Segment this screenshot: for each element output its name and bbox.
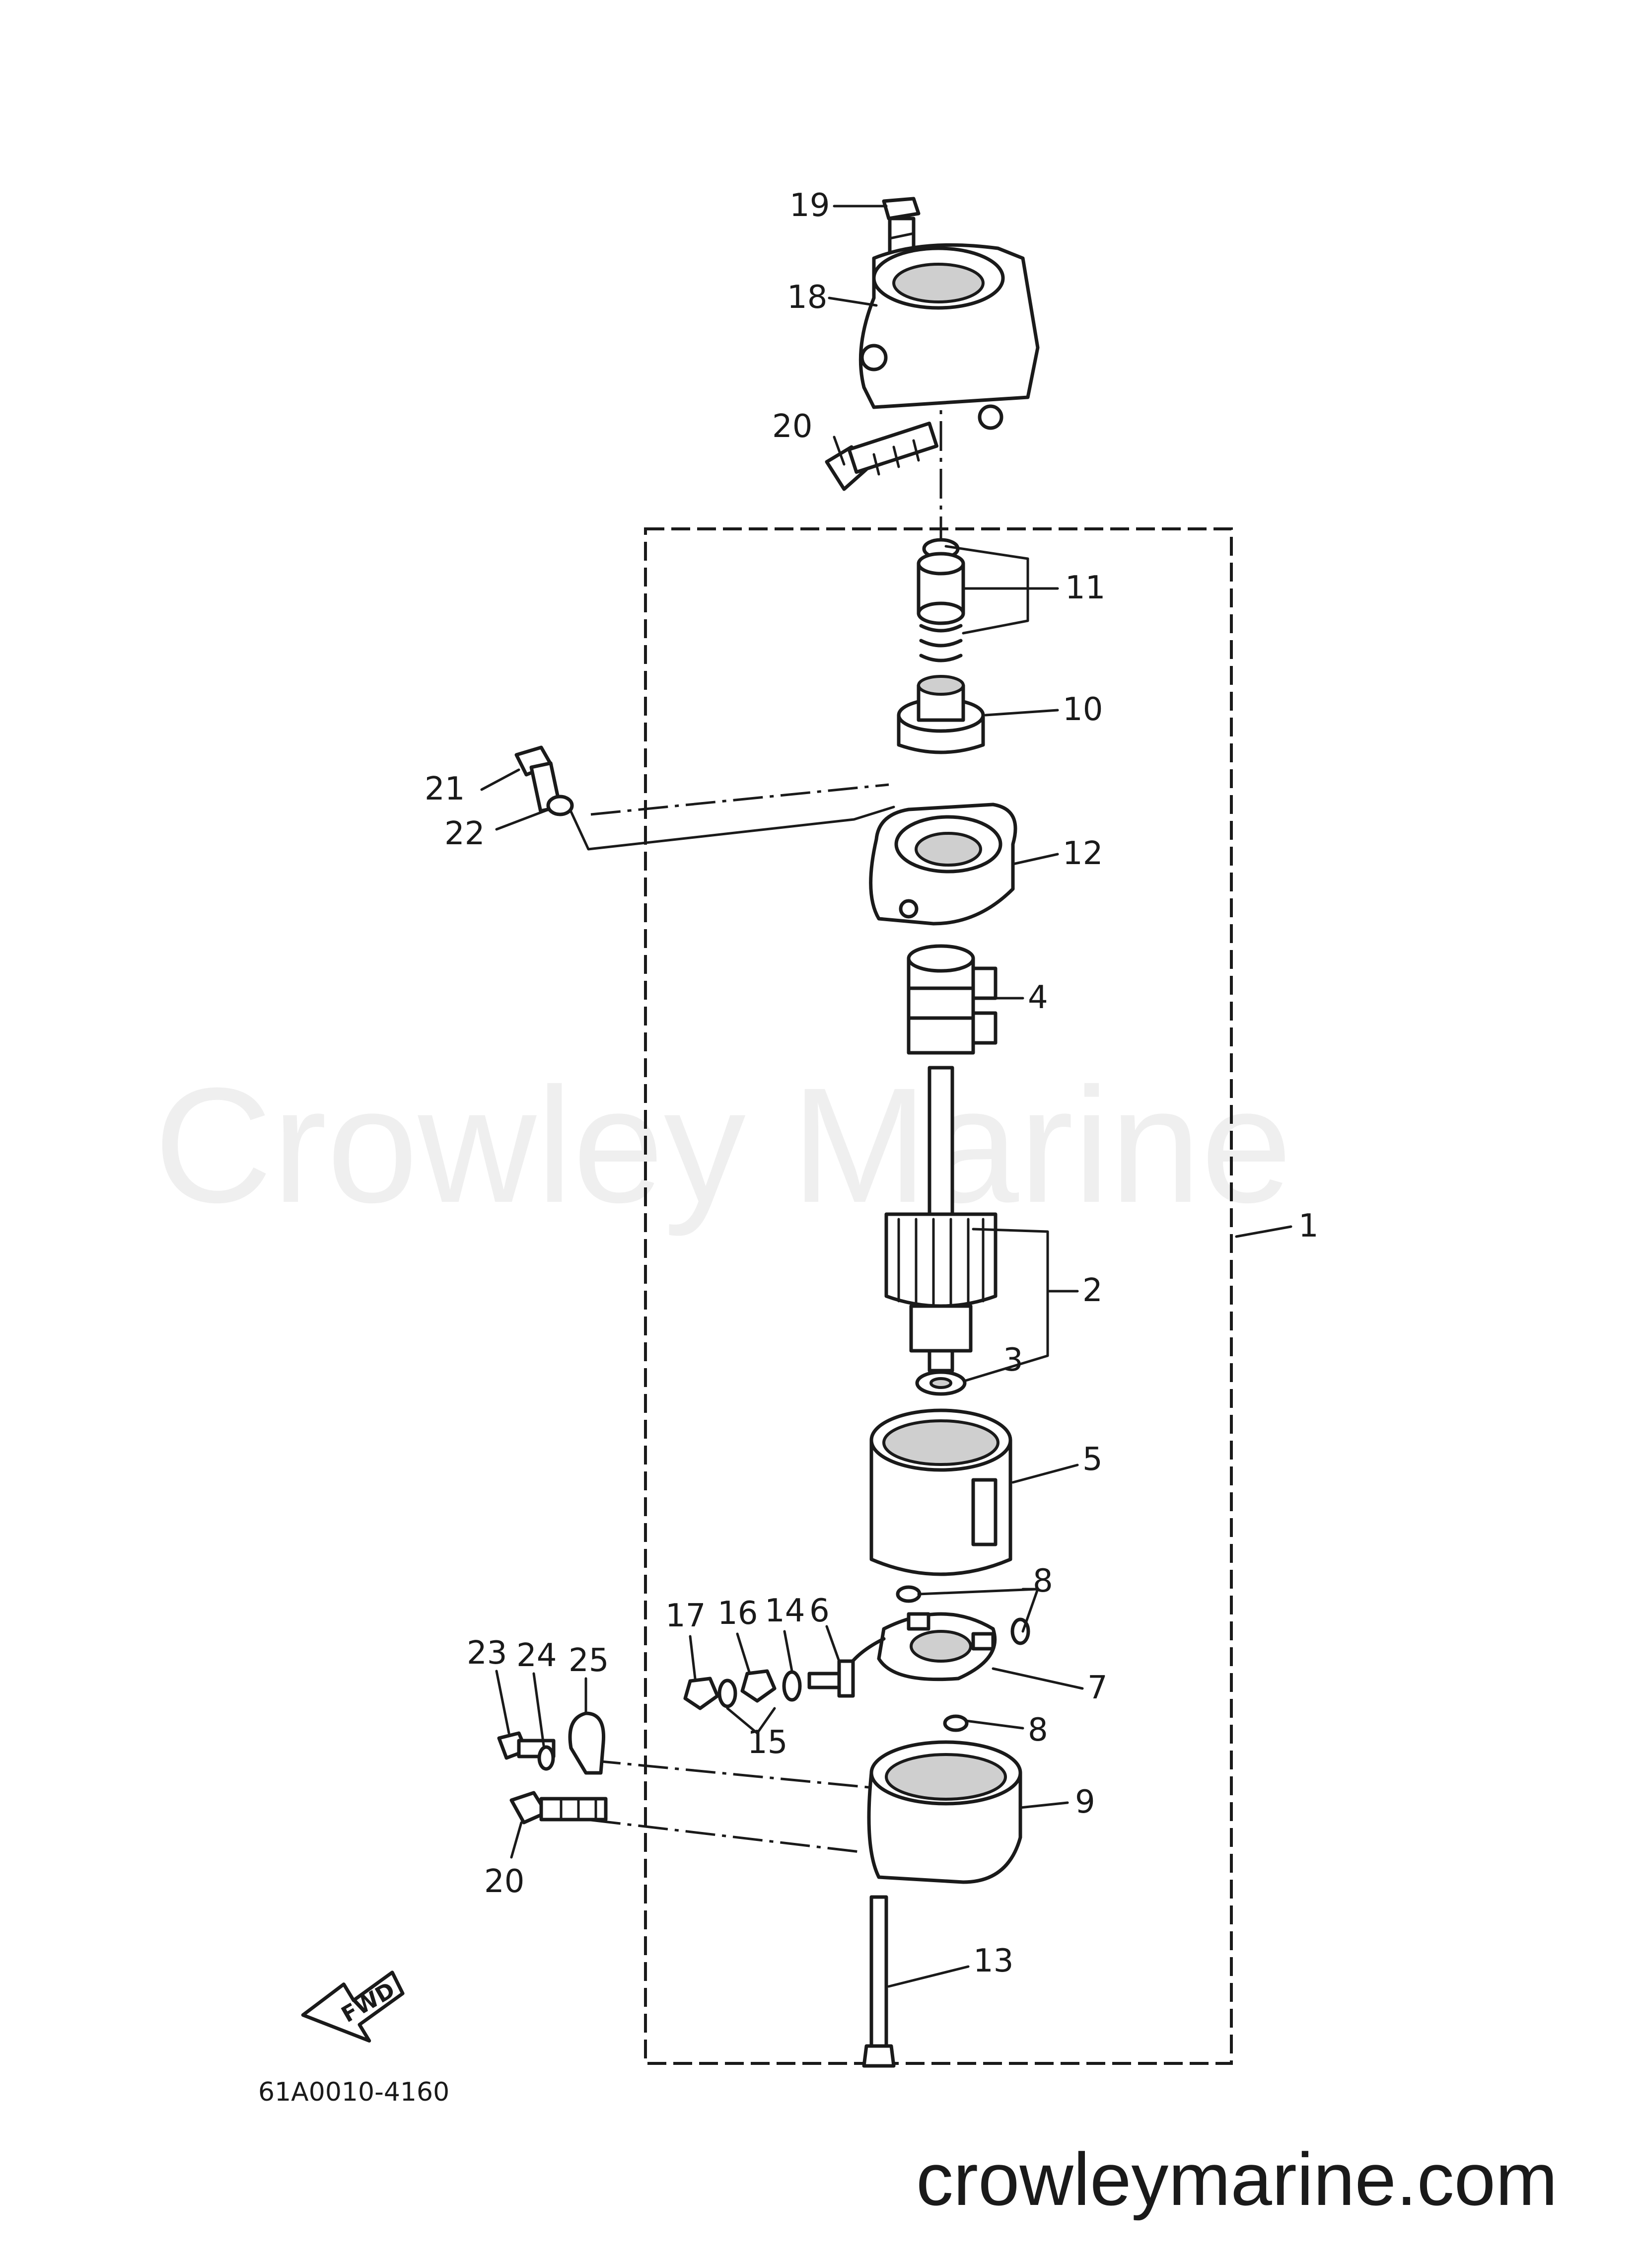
callout-8-lower[interactable]: 8 [1028,1712,1048,1749]
washer-22[interactable] [546,795,574,816]
terminal-bolt-6[interactable] [807,1659,855,1698]
bolt-alignment-line [590,1819,864,1854]
callout-14[interactable]: 14 [765,1593,805,1629]
callout-23[interactable]: 23 [467,1635,507,1672]
end-frame-9[interactable] [867,1740,1022,1884]
clip-alignment-line [590,1759,874,1789]
leader-16 [736,1632,751,1675]
leader-2-3 [964,1228,1079,1382]
callout-21[interactable]: 21 [425,771,465,807]
bolt-20-bottom[interactable] [509,1791,608,1825]
callout-18[interactable]: 18 [787,279,827,316]
retainer-set-11[interactable] [917,538,965,662]
leader-9 [1019,1801,1069,1809]
callout-20-bottom[interactable]: 20 [484,1863,524,1900]
leader-8b [964,1719,1024,1730]
callout-12[interactable]: 12 [1063,835,1103,872]
washer-14[interactable] [782,1670,802,1702]
leader-5 [1011,1463,1079,1484]
leader-13 [887,1965,970,1988]
leader-17 [689,1635,697,1680]
callout-4[interactable]: 4 [1028,979,1048,1016]
armature-2[interactable] [884,1066,998,1373]
callout-11[interactable]: 11 [1065,570,1105,606]
callout-17[interactable]: 17 [665,1598,706,1634]
leader-8a [917,1588,1039,1633]
callout-1[interactable]: 1 [1298,1208,1319,1244]
callout-10[interactable]: 10 [1063,691,1103,728]
callout-25[interactable]: 25 [569,1642,609,1679]
callout-24[interactable]: 24 [516,1637,557,1674]
callout-19[interactable]: 19 [789,187,830,224]
callout-3[interactable]: 3 [1003,1342,1023,1379]
website-footer[interactable]: crowleymarine.com [916,2137,1558,2221]
callout-labels: 19 18 20 11 10 21 22 12 4 1 2 3 5 8 6 14… [425,187,1319,1979]
screw-alignment-line [590,783,889,816]
callout-16[interactable]: 16 [717,1595,758,1632]
bracket-18[interactable] [858,243,1040,430]
leader-23 [495,1670,510,1735]
leader-6 [825,1625,841,1663]
diagram-code: 61A0010-4160 [258,2077,449,2107]
nut-16[interactable] [740,1669,777,1703]
washer-3[interactable] [915,1370,967,1396]
pinion-gear-10[interactable] [897,675,985,754]
callout-15[interactable]: 15 [747,1724,787,1761]
callout-13[interactable]: 13 [973,1943,1013,1979]
leader-20a [833,436,846,466]
bolt-20-top[interactable] [825,421,939,491]
leader-20b [510,1821,523,1859]
watermark-text: Crowley Marine [154,1053,1292,1238]
leader-7 [992,1667,1084,1690]
clip-8-lower[interactable] [943,1714,969,1732]
leader-10 [984,709,1059,717]
brush-plate-7[interactable] [842,1612,997,1682]
washer-24[interactable] [537,1745,555,1771]
yoke-5[interactable] [869,1408,1012,1576]
housing-12[interactable] [869,803,1017,926]
clip-25[interactable] [568,1711,606,1775]
leader-22-path [569,805,895,851]
forward-arrow-icon: FWD [301,1971,405,2043]
leader-12 [1011,853,1059,866]
leader-15 [726,1707,776,1735]
callout-2[interactable]: 2 [1082,1272,1103,1309]
assembly-boundary [644,527,1233,2065]
nut-17[interactable] [683,1677,719,1710]
leader-11 [944,545,1059,635]
leader-22 [495,808,550,831]
callout-7[interactable]: 7 [1087,1670,1108,1706]
leader-14 [783,1630,793,1673]
callout-22[interactable]: 22 [444,815,485,852]
leader-18 [828,296,878,307]
callout-5[interactable]: 5 [1082,1441,1103,1478]
leader-1 [1235,1225,1292,1238]
callout-8-upper[interactable]: 8 [1033,1563,1053,1600]
through-bolt-13[interactable] [862,1895,896,2068]
leader-21 [480,768,520,791]
washer-15[interactable] [717,1679,737,1708]
brush-holder-4[interactable] [907,944,998,1055]
leader-24 [532,1672,545,1747]
callout-20-top[interactable]: 20 [772,408,812,445]
callout-6[interactable]: 6 [809,1593,830,1629]
callout-9[interactable]: 9 [1075,1784,1095,1821]
